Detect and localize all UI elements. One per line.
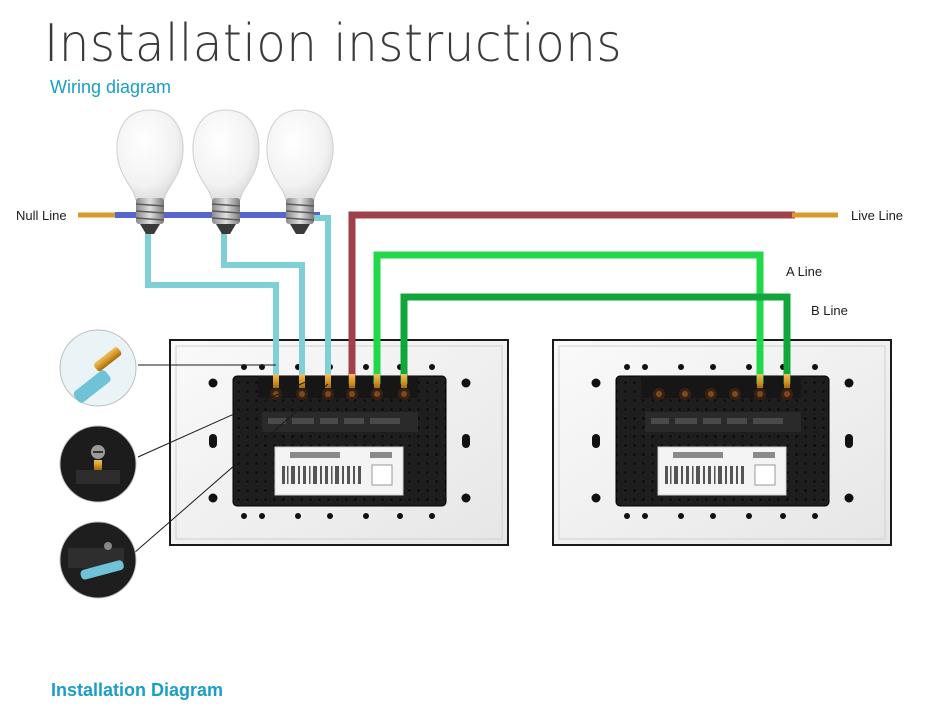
a-line-label: A Line xyxy=(786,264,823,279)
installation-diagram-heading: Installation Diagram xyxy=(51,680,224,700)
b-line-wire xyxy=(400,293,791,384)
callout-stripped-wire xyxy=(59,329,137,407)
terminal-wire-tips xyxy=(273,374,790,388)
callout-leader-lines xyxy=(133,364,329,554)
light-bulb-1 xyxy=(116,109,184,234)
null-line-label: Null Line xyxy=(16,208,67,223)
b-line-label: B Line xyxy=(811,303,848,318)
callout-terminal-screw xyxy=(59,425,137,503)
switch-panel-left xyxy=(169,339,509,546)
wiring-diagram-heading: Wiring diagram xyxy=(50,77,172,97)
a-line-wire xyxy=(373,251,764,384)
callout-inserted-wire xyxy=(59,521,137,599)
light-bulb-2 xyxy=(192,109,260,234)
switch-panel-right xyxy=(552,339,892,546)
light-bulb-3 xyxy=(266,109,334,234)
live-line-label: Live Line xyxy=(851,208,904,223)
page-title: Installation instructions xyxy=(44,14,623,74)
live-line-wire xyxy=(348,211,838,384)
